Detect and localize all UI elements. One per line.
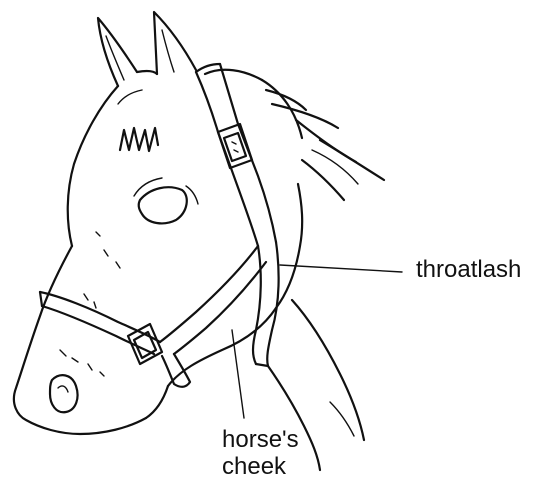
right-ear xyxy=(154,12,196,74)
throatlash-leader-line xyxy=(280,265,402,272)
forelock xyxy=(118,90,158,151)
halter-throatlatch-strap xyxy=(253,242,279,366)
horse-cheek-label-line2: cheek xyxy=(222,453,299,480)
horse-cheek-label-line1: horse's xyxy=(222,426,299,453)
throatlash-label: throatlash xyxy=(416,256,521,283)
horse-cheek-label: horse's cheek xyxy=(222,426,299,480)
eye xyxy=(134,178,198,223)
upper-buckle xyxy=(218,124,252,168)
nostril xyxy=(50,375,78,412)
halter-noseband xyxy=(40,292,190,387)
left-ear xyxy=(98,18,137,86)
halter-cheek-strap xyxy=(160,246,266,354)
halter-crownpiece xyxy=(196,64,276,246)
